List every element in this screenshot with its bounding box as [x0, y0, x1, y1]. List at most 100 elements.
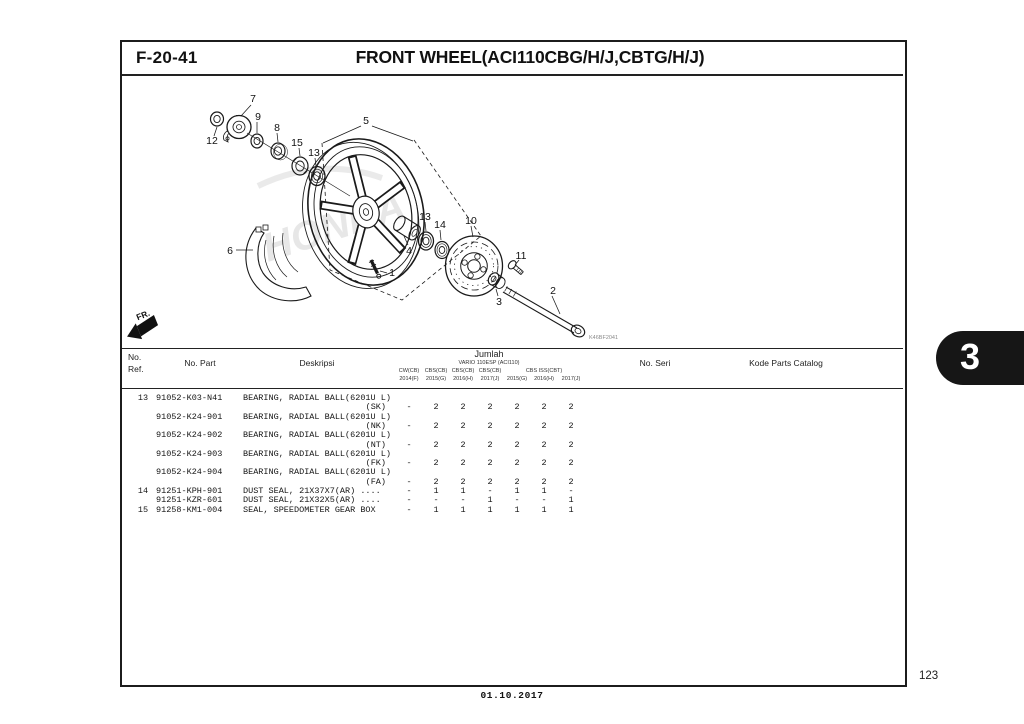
qty-value: 2	[433, 458, 439, 469]
callout-14: 14	[434, 219, 446, 231]
table-row: 91251-KZR-601 DUST SEAL, 21X32X5(AR) ....…	[122, 495, 903, 506]
qty-value: 1	[487, 504, 493, 515]
page-number: 123	[919, 670, 939, 682]
qty-value: 1	[433, 504, 439, 515]
table-row: 91052-K24-901 BEARING, RADIAL BALL(6201U …	[122, 411, 903, 422]
qty-value: 2	[460, 420, 466, 431]
qty-value: 2	[433, 420, 439, 431]
detail-frame-dashed	[321, 139, 482, 301]
section-tab: 3	[936, 331, 1024, 385]
variant-subheader: CW(CB)	[398, 368, 420, 374]
qty-value: 1	[460, 486, 466, 496]
description: DUST SEAL, 21X37X7(AR) ....	[243, 486, 381, 496]
callout-13: 13	[419, 211, 431, 223]
part-no: 91258-KM1-004	[156, 504, 223, 515]
section-tab-label: 3	[960, 336, 981, 377]
valve-part-1	[368, 259, 382, 279]
part-no: 91052-K24-903	[156, 448, 223, 459]
part-no: 91251-KZR-601	[156, 495, 223, 506]
qty-value: 2	[460, 458, 466, 469]
qty-value: 1	[568, 504, 574, 515]
qty-value: -	[541, 495, 547, 506]
year-subheader: 2016(H)	[534, 376, 554, 382]
qty-value: 2	[487, 458, 493, 469]
description: BEARING, RADIAL BALL(6201U L)	[243, 393, 391, 403]
qty-value: 1	[541, 504, 547, 515]
ref-no: 15	[137, 504, 149, 515]
qty-value: 2	[433, 439, 439, 450]
washer-part-9	[250, 133, 264, 149]
qty-value: 2	[487, 439, 493, 450]
seal-part-15	[291, 156, 309, 176]
leader-lines	[213, 104, 561, 315]
description: DUST SEAL, 21X32X5(AR) ....	[243, 495, 381, 506]
qty-value: 2	[568, 476, 574, 487]
bolt-part-11	[507, 260, 524, 275]
callout-4: 4	[406, 245, 412, 257]
qty-value: -	[406, 476, 412, 487]
qty-value: 2	[514, 476, 520, 487]
year-subheader: 2017(J)	[480, 376, 500, 382]
qty-value: -	[406, 458, 412, 469]
qty-model-subheader: VARIO 110ESP (ACI110)	[458, 360, 520, 366]
variant-subheader: CBS(CB)	[424, 368, 448, 374]
qty-value: 2	[514, 458, 520, 469]
part-no: 91052-K24-902	[156, 430, 223, 441]
col-part-header: No. Part	[184, 358, 216, 368]
callout-2: 2	[550, 285, 556, 297]
fr-label: FR.	[135, 308, 151, 322]
part-no: 91052-K24-904	[156, 467, 223, 478]
brake-disc-part-10	[444, 235, 504, 297]
axle-part-2	[502, 286, 586, 338]
title-band	[122, 42, 903, 76]
year-subheader: 2014(F)	[399, 376, 419, 382]
callout-13: 13	[308, 147, 320, 159]
collar-part-8	[270, 142, 288, 161]
qty-value: 2	[541, 458, 547, 469]
qty-value: 2	[433, 402, 439, 413]
callout-10: 10	[465, 215, 477, 227]
qty-value: -	[406, 486, 412, 496]
qty-value: 2	[541, 420, 547, 431]
ref-no: 14	[137, 486, 149, 496]
qty-value: -	[406, 402, 412, 413]
qty-value: -	[487, 486, 493, 496]
qty-value: -	[406, 504, 412, 515]
year-subheader: 2017(J)	[561, 376, 581, 382]
qty-value: -	[406, 439, 412, 450]
callout-1: 1	[389, 267, 395, 279]
callout-7: 7	[250, 93, 256, 105]
gearbox-part-7	[223, 114, 252, 143]
callout-5: 5	[363, 115, 369, 127]
year-subheader: 2015(G)	[506, 376, 528, 382]
qty-value: 2	[568, 458, 574, 469]
callout-9: 9	[255, 111, 261, 123]
collar-part-4	[393, 215, 421, 241]
qty-value: 2	[514, 420, 520, 431]
qty-value: 1	[568, 495, 574, 506]
qty-value: 2	[541, 439, 547, 450]
wheel-spokes	[319, 154, 407, 266]
col-ref-header-line1: No.	[128, 352, 142, 362]
qty-value: 1	[514, 504, 520, 515]
qty-value: -	[568, 486, 574, 496]
table-header-band	[122, 348, 903, 389]
part-no: 91052-K24-901	[156, 411, 223, 422]
description-suffix: (FA)	[365, 476, 386, 487]
qty-variant-group-subheader: CBS ISS(CBT)	[525, 368, 563, 374]
qty-value: 1	[487, 495, 493, 506]
callout-8: 8	[274, 122, 280, 134]
part-no: 91251-KPH-901	[156, 486, 223, 496]
qty-value: 1	[433, 486, 439, 496]
description: BEARING, RADIAL BALL(6201U L)	[243, 411, 391, 422]
qty-value: 2	[568, 439, 574, 450]
qty-value: 1	[541, 486, 547, 496]
cover-part-6	[245, 224, 312, 302]
